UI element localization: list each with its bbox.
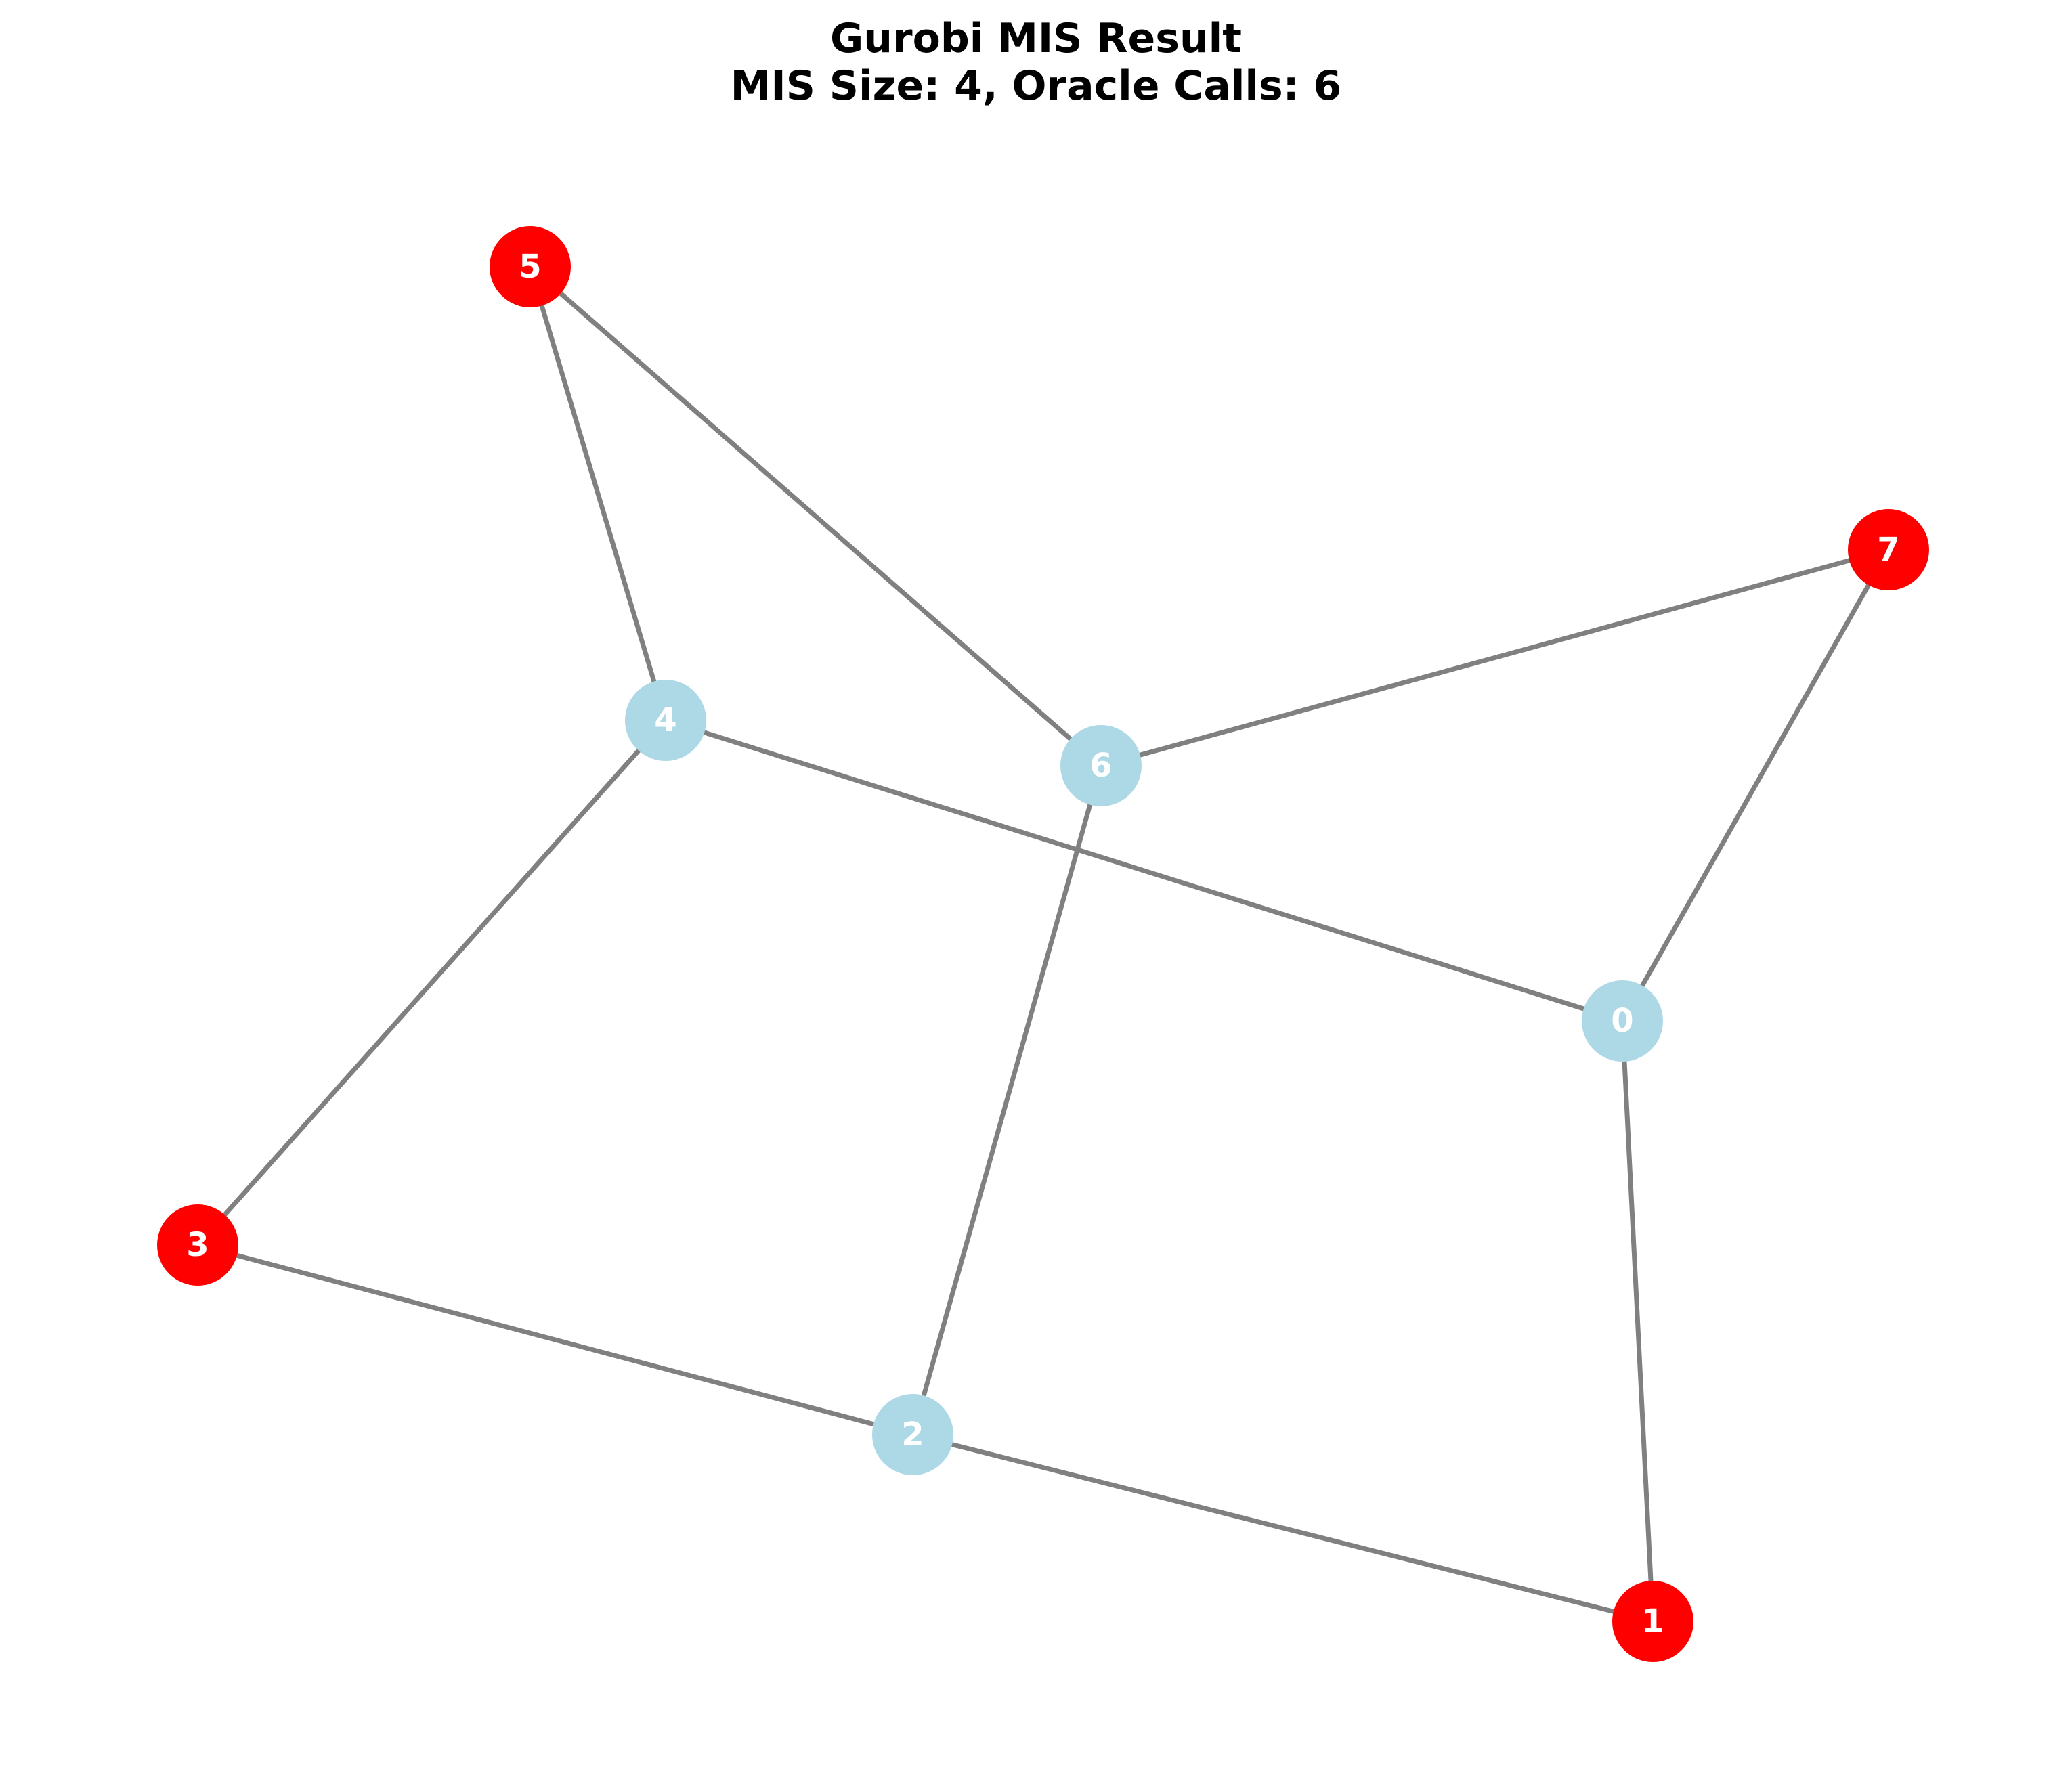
node-circle-1 (1612, 1581, 1693, 1662)
node-0: 0 (1582, 980, 1663, 1062)
edge-5-6 (527, 264, 1104, 768)
node-label-1: 1 (1641, 1602, 1664, 1640)
edge-0-1 (1620, 1018, 1656, 1624)
node-label-3: 3 (186, 1226, 209, 1264)
edge-3-2 (195, 1242, 915, 1437)
edge-5-4 (527, 264, 668, 723)
nodes-layer: 0 1 2 3 4 5 6 7 (157, 226, 1929, 1662)
node-label-4: 4 (654, 701, 676, 739)
node-label-6: 6 (1089, 747, 1112, 785)
edge-6-2 (910, 763, 1104, 1437)
node-5: 5 (490, 226, 571, 307)
node-4: 4 (625, 680, 706, 761)
node-circle-6 (1060, 725, 1142, 806)
edge-4-0 (663, 718, 1625, 1024)
node-circle-0 (1582, 980, 1663, 1062)
title-line-1: Gurobi MIS Result (830, 15, 1242, 62)
edge-7-0 (1620, 547, 1891, 1024)
edge-4-3 (195, 718, 668, 1248)
node-label-0: 0 (1611, 1002, 1633, 1040)
node-label-2: 2 (901, 1416, 924, 1454)
node-circle-7 (1848, 509, 1929, 590)
node-circle-4 (625, 680, 706, 761)
node-label-5: 5 (519, 248, 541, 286)
edge-2-1 (910, 1432, 1656, 1624)
node-circle-5 (490, 226, 571, 307)
node-label-7: 7 (1877, 531, 1899, 569)
node-2: 2 (872, 1394, 953, 1475)
edge-6-7 (1098, 547, 1891, 768)
node-1: 1 (1612, 1581, 1693, 1662)
node-circle-2 (872, 1394, 953, 1475)
node-6: 6 (1060, 725, 1142, 806)
node-circle-3 (157, 1204, 238, 1286)
node-3: 3 (157, 1204, 238, 1286)
edges-layer (195, 264, 1891, 1624)
node-7: 7 (1848, 509, 1929, 590)
chart-title: Gurobi MIS Result MIS Size: 4, Oracle Ca… (0, 15, 2072, 110)
title-line-2: MIS Size: 4, Oracle Calls: 6 (730, 62, 1342, 110)
